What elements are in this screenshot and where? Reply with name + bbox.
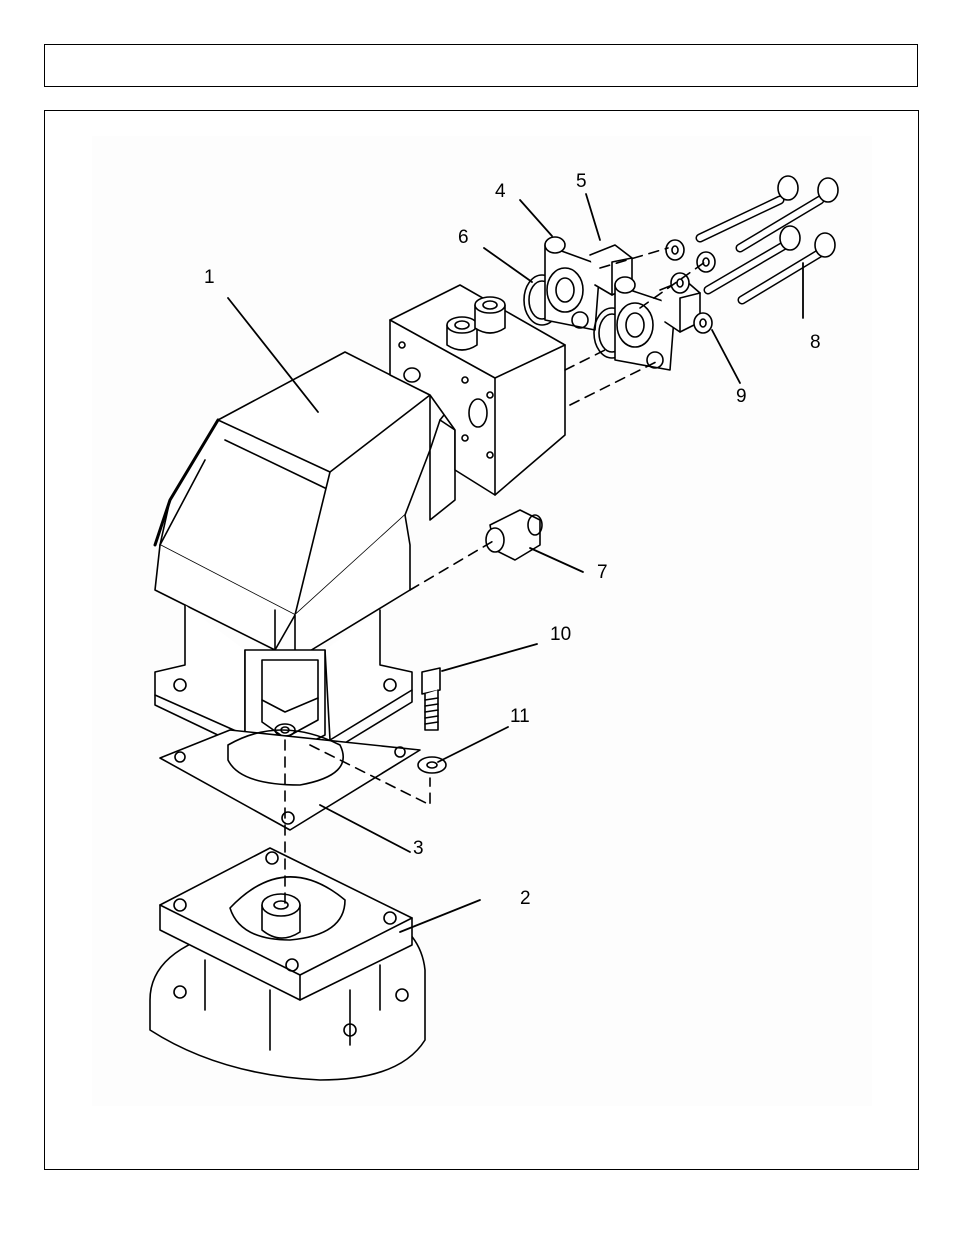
callout-10: 10: [550, 625, 571, 644]
callout-7: 7: [597, 563, 608, 582]
long-bolts: [700, 176, 838, 300]
callout-2: 2: [520, 889, 531, 908]
callout-3: 3: [413, 839, 424, 858]
gasket: [160, 730, 420, 830]
straight-fitting: [486, 510, 542, 560]
mounting-base: [150, 848, 425, 1080]
callout-5: 5: [576, 172, 587, 191]
gearbox-housing: [155, 352, 460, 768]
callout-1: 1: [204, 268, 215, 287]
callout-8: 8: [810, 333, 821, 352]
callout-4: 4: [495, 182, 506, 201]
callout-9: 9: [736, 387, 747, 406]
callout-6: 6: [458, 228, 469, 247]
callout-11: 11: [510, 707, 530, 726]
cap-screw: [422, 668, 440, 730]
